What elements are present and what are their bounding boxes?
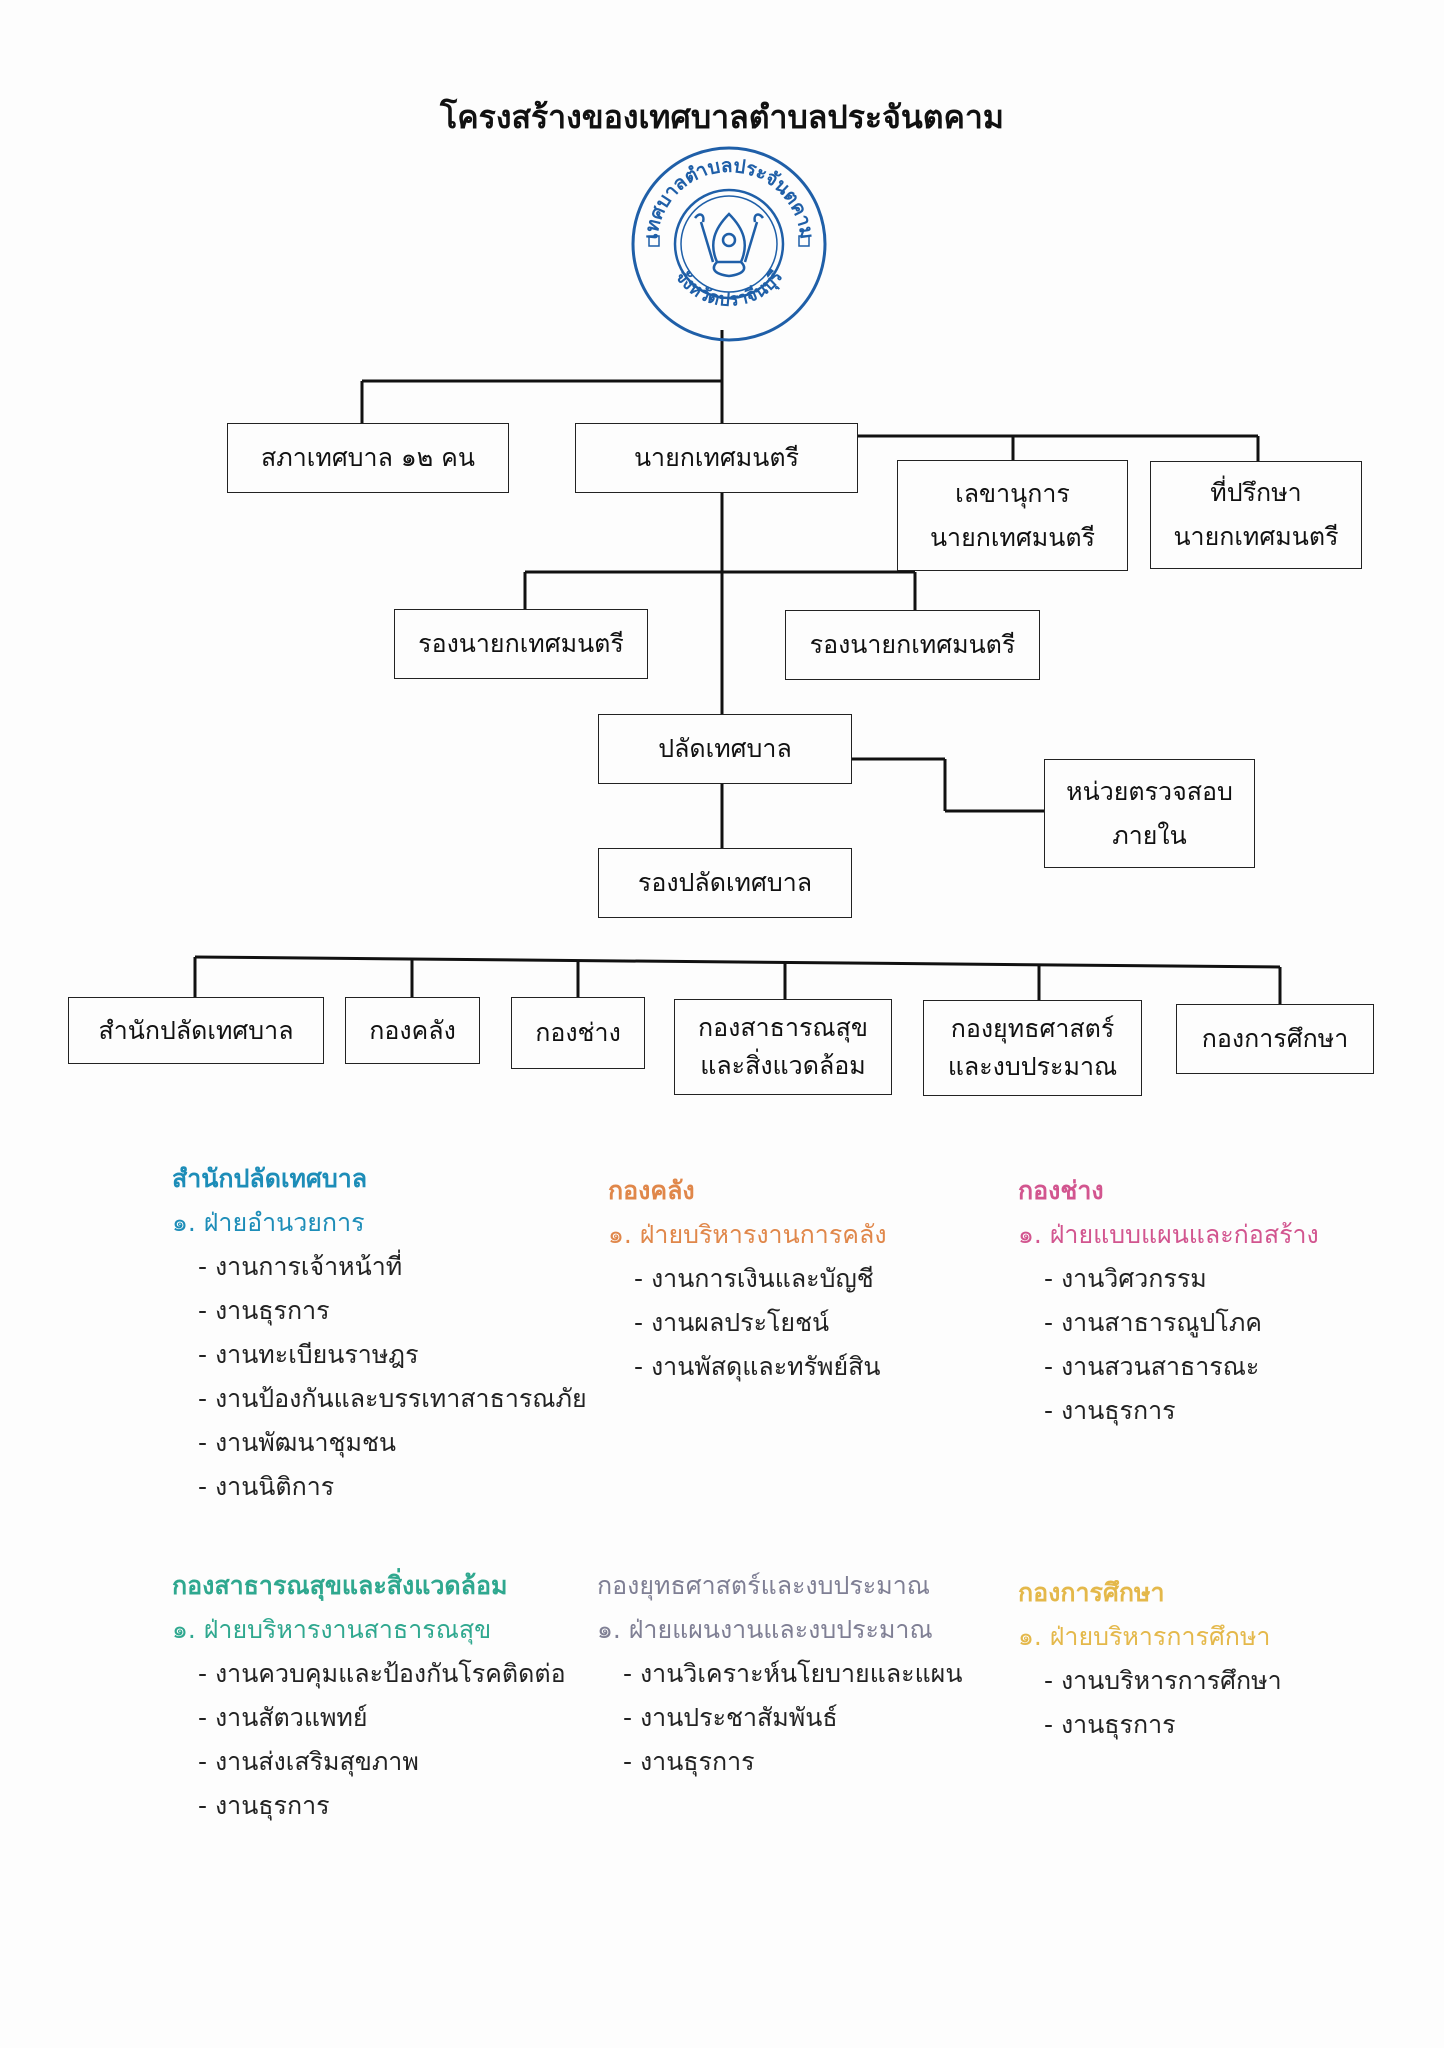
section-item: - งานการเงินและบัญชี bbox=[634, 1264, 874, 1293]
advisor-label-line2: นายกเทศมนตรี bbox=[1173, 522, 1339, 551]
section-heading: กองคลัง bbox=[608, 1176, 695, 1205]
section-item: - งานวิศวกรรม bbox=[1044, 1264, 1207, 1293]
section-division: ๑. ฝ่ายบริหารการศึกษา bbox=[1018, 1622, 1271, 1651]
division-label: กองคลัง bbox=[369, 1015, 456, 1045]
section-office-of-clerk: สำนักปลัดเทศบาล ๑. ฝ่ายอำนวยการ - งานการ… bbox=[172, 1157, 587, 1509]
municipal-clerk-box: ปลัดเทศบาล bbox=[598, 714, 852, 784]
section-item: - งานควบคุมและป้องกันโรคติดต่อ bbox=[198, 1659, 566, 1688]
division-box-strategy-budget: กองยุทธศาสตร์ และงบประมาณ bbox=[923, 1000, 1142, 1096]
section-education: กองการศึกษา ๑. ฝ่ายบริหารการศึกษา - งานบ… bbox=[1018, 1571, 1282, 1747]
division-box-engineering: กองช่าง bbox=[511, 997, 645, 1069]
seal-top-text: เทศบาลตำบลประจันตคาม bbox=[640, 155, 818, 241]
section-item: - งานสาธารณูปโภค bbox=[1044, 1308, 1263, 1337]
section-item: - งานประชาสัมพันธ์ bbox=[623, 1703, 838, 1732]
section-division: ๑. ฝ่ายบริหารงานการคลัง bbox=[608, 1220, 887, 1249]
svg-text:เทศบาลตำบลประจันตคาม: เทศบาลตำบลประจันตคาม bbox=[640, 155, 818, 241]
section-item: - งานวิเคราะห์นโยบายและแผน bbox=[623, 1659, 963, 1688]
section-engineering: กองช่าง ๑. ฝ่ายแบบแผนและก่อสร้าง - งานวิ… bbox=[1018, 1169, 1319, 1433]
section-item: - งานธุรการ bbox=[198, 1791, 330, 1820]
section-item: - งานบริหารการศึกษา bbox=[1044, 1666, 1282, 1695]
section-item: - งานสัตวแพทย์ bbox=[198, 1703, 368, 1732]
council-label: สภาเทศบาล ๑๒ คน bbox=[261, 443, 475, 472]
secretary-box: เลขานุการ นายกเทศมนตรี bbox=[897, 460, 1128, 571]
section-division: ๑. ฝ่ายแบบแผนและก่อสร้าง bbox=[1018, 1220, 1319, 1249]
section-heading: สำนักปลัดเทศบาล bbox=[172, 1164, 368, 1193]
section-division: ๑. ฝ่ายแผนงานและงบประมาณ bbox=[597, 1615, 933, 1644]
section-item: - งานสวนสาธารณะ bbox=[1044, 1352, 1260, 1381]
section-finance: กองคลัง ๑. ฝ่ายบริหารงานการคลัง - งานการ… bbox=[608, 1169, 887, 1389]
section-item: - งานทะเบียนราษฎร bbox=[198, 1340, 419, 1369]
seal-bottom-text: จังหวัดปราจีนบุรี bbox=[671, 266, 787, 311]
section-heading: กองยุทธศาสตร์และงบประมาณ bbox=[597, 1571, 930, 1600]
section-item: - งานพัฒนาชุมชน bbox=[198, 1428, 396, 1457]
deputy-mayor-box-2: รองนายกเทศมนตรี bbox=[785, 610, 1040, 680]
section-item: - งานการเจ้าหน้าที่ bbox=[198, 1252, 403, 1281]
division-label-line1: กองยุทธศาสตร์ bbox=[950, 1014, 1115, 1043]
division-box-finance: กองคลัง bbox=[345, 997, 480, 1064]
section-item: - งานพัสดุและทรัพย์สิน bbox=[634, 1352, 881, 1381]
division-label: กองช่าง bbox=[535, 1018, 621, 1047]
section-division: ๑. ฝ่ายบริหารงานสาธารณสุข bbox=[172, 1615, 492, 1644]
section-item: - งานธุรการ bbox=[1044, 1396, 1176, 1425]
section-heading: กองการศึกษา bbox=[1018, 1578, 1165, 1607]
section-public-health: กองสาธารณสุขและสิ่งแวดล้อม ๑. ฝ่ายบริหาร… bbox=[172, 1564, 566, 1828]
deputy-clerk-label: รองปลัดเทศบาล bbox=[637, 868, 813, 897]
section-division: ๑. ฝ่ายอำนวยการ bbox=[172, 1208, 365, 1237]
deputy-clerk-box: รองปลัดเทศบาล bbox=[598, 848, 852, 918]
section-item: - งานธุรการ bbox=[1044, 1710, 1176, 1739]
internal-audit-label-line1: หน่วยตรวจสอบ bbox=[1066, 776, 1233, 806]
section-item: - งานผลประโยชน์ bbox=[634, 1308, 830, 1337]
section-item: - งานธุรการ bbox=[198, 1296, 330, 1325]
division-box-office-of-clerk: สำนักปลัดเทศบาล bbox=[68, 997, 324, 1064]
mayor-box: นายกเทศมนตรี bbox=[575, 423, 858, 493]
deputy-mayor-2-label: รองนายกเทศมนตรี bbox=[809, 630, 1016, 659]
advisor-box: ที่ปรึกษา นายกเทศมนตรี bbox=[1150, 461, 1362, 569]
municipal-clerk-label: ปลัดเทศบาล bbox=[658, 734, 792, 763]
svg-text:จังหวัดปราจีนบุรี: จังหวัดปราจีนบุรี bbox=[671, 266, 787, 311]
deputy-mayor-box-1: รองนายกเทศมนตรี bbox=[394, 609, 648, 679]
council-box: สภาเทศบาล ๑๒ คน bbox=[227, 423, 509, 493]
secretary-label-line2: นายกเทศมนตรี bbox=[929, 522, 1096, 552]
section-heading: กองช่าง bbox=[1018, 1176, 1104, 1205]
division-label: กองการศึกษา bbox=[1201, 1024, 1349, 1053]
page-title: โครงสร้างของเทศบาลตำบลประจันตคาม bbox=[440, 98, 1004, 136]
secretary-label-line1: เลขานุการ bbox=[955, 478, 1070, 508]
division-label-line2: และสิ่งแวดล้อม bbox=[700, 1051, 866, 1080]
section-heading: กองสาธารณสุขและสิ่งแวดล้อม bbox=[172, 1571, 508, 1600]
advisor-label-line1: ที่ปรึกษา bbox=[1210, 478, 1302, 507]
section-strategy-budget: กองยุทธศาสตร์และงบประมาณ ๑. ฝ่ายแผนงานแล… bbox=[597, 1564, 962, 1784]
mayor-label: นายกเทศมนตรี bbox=[633, 443, 800, 472]
section-item: - งานนิติการ bbox=[198, 1472, 335, 1501]
section-item: - งานธุรการ bbox=[623, 1747, 755, 1776]
division-label: สำนักปลัดเทศบาล bbox=[98, 1015, 294, 1045]
section-item: - งานส่งเสริมสุขภาพ bbox=[198, 1747, 419, 1776]
deputy-mayor-1-label: รองนายกเทศมนตรี bbox=[418, 629, 624, 658]
section-item: - งานป้องกันและบรรเทาสาธารณภัย bbox=[198, 1384, 587, 1413]
division-label-line1: กองสาธารณสุข bbox=[698, 1013, 868, 1042]
internal-audit-label-line2: ภายใน bbox=[1112, 820, 1187, 850]
division-box-public-health: กองสาธารณสุข และสิ่งแวดล้อม bbox=[674, 999, 892, 1095]
division-box-education: กองการศึกษา bbox=[1176, 1004, 1374, 1074]
internal-audit-box: หน่วยตรวจสอบ ภายใน bbox=[1044, 759, 1255, 868]
division-label-line2: และงบประมาณ bbox=[947, 1052, 1118, 1081]
municipality-seal-logo: เทศบาลตำบลประจันตคาม จังหวัดปราจีนบุรี bbox=[631, 146, 827, 342]
